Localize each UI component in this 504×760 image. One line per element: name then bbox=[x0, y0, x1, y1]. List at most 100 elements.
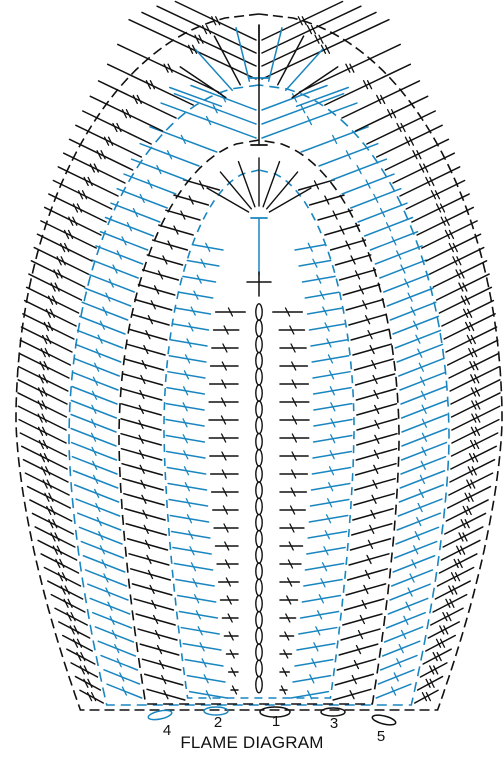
stitch-mark bbox=[23, 460, 68, 482]
stitch-mark bbox=[325, 64, 410, 105]
stitch-mark bbox=[34, 248, 88, 274]
round-2-stitches bbox=[166, 243, 352, 698]
stitch-mark bbox=[356, 96, 428, 131]
chain-stitch bbox=[256, 401, 262, 417]
stitch-mark bbox=[450, 367, 499, 391]
chain-stitch bbox=[256, 514, 262, 530]
chain-stitch bbox=[256, 660, 262, 676]
chain-stitch bbox=[256, 482, 262, 498]
stitch-mark bbox=[263, 162, 279, 207]
stitch-mark bbox=[19, 420, 66, 443]
stitch-mark bbox=[385, 139, 448, 170]
chain-stitch bbox=[256, 595, 262, 611]
stitch-mark bbox=[443, 527, 483, 547]
stitch-mark bbox=[450, 460, 495, 482]
stitch-mark bbox=[19, 353, 69, 378]
stitch-mark bbox=[418, 677, 443, 690]
stitch-mark bbox=[452, 420, 499, 443]
stitch-mark bbox=[21, 327, 71, 352]
stitch-mark bbox=[267, 172, 298, 209]
stitch-mark bbox=[90, 96, 162, 131]
chain-stitch bbox=[256, 466, 262, 482]
stitch-mark bbox=[76, 125, 141, 157]
stitch-mark bbox=[452, 433, 498, 456]
stitch-mark bbox=[38, 540, 77, 560]
stitch-mark bbox=[41, 554, 78, 573]
chain-stitch bbox=[256, 563, 262, 579]
start-marker-5 bbox=[371, 713, 396, 727]
stitch-mark bbox=[300, 44, 401, 92]
stitch-mark bbox=[437, 567, 473, 586]
stitch-mark bbox=[451, 446, 496, 469]
stitch-mark bbox=[180, 67, 226, 98]
chain-stitch bbox=[256, 320, 262, 336]
chain-stitch bbox=[256, 433, 262, 449]
stitch-mark bbox=[445, 513, 486, 534]
stitch-mark bbox=[20, 433, 66, 456]
stitch-mark bbox=[449, 353, 499, 378]
chain-stitch bbox=[256, 352, 262, 368]
foundation-chain bbox=[256, 304, 262, 693]
chain-stitch bbox=[256, 304, 262, 320]
stitch-mark bbox=[220, 172, 251, 209]
row-label-1: 1 bbox=[272, 713, 280, 730]
stitch-mark bbox=[442, 301, 493, 326]
stitch-mark bbox=[420, 663, 446, 677]
stitch-mark bbox=[75, 677, 100, 690]
chain-stitch bbox=[256, 385, 262, 401]
stitch-mark bbox=[342, 81, 419, 118]
stitch-mark bbox=[31, 261, 84, 287]
chain-stitch bbox=[256, 644, 262, 660]
stitch-mark bbox=[439, 554, 476, 573]
tip-fan-stitches bbox=[170, 25, 349, 145]
stitch-mark bbox=[99, 81, 176, 118]
stitch-mark bbox=[35, 527, 75, 547]
stitch-mark bbox=[448, 340, 498, 365]
stitch-mark bbox=[19, 367, 68, 391]
stitch-mark bbox=[292, 67, 338, 98]
stitch-mark bbox=[32, 513, 73, 534]
stitch-mark bbox=[29, 274, 82, 300]
stitch-mark bbox=[71, 663, 97, 677]
stitch-mark bbox=[406, 181, 464, 209]
stitch-mark bbox=[441, 540, 480, 560]
row-label-2: 2 bbox=[214, 714, 222, 731]
stitch-mark bbox=[28, 487, 71, 508]
stitch-mark bbox=[238, 162, 254, 207]
stitch-mark bbox=[18, 406, 66, 430]
stitch-mark bbox=[446, 327, 496, 352]
stitch-mark bbox=[20, 340, 70, 365]
row-label-3: 3 bbox=[330, 715, 338, 732]
stitch-mark bbox=[70, 139, 133, 170]
chain-stitch bbox=[256, 369, 262, 385]
stitch-mark bbox=[27, 287, 79, 313]
chain-stitch bbox=[256, 498, 262, 514]
chain-stitch bbox=[256, 531, 262, 547]
stitch-mark bbox=[83, 111, 151, 144]
stitch-mark bbox=[45, 207, 101, 235]
stitch-mark bbox=[377, 125, 442, 157]
stitch-mark bbox=[452, 393, 500, 417]
inner-fan-stitches bbox=[207, 158, 311, 296]
chain-stitch bbox=[256, 579, 262, 595]
stitch-mark bbox=[49, 194, 106, 222]
stitch-mark bbox=[207, 188, 249, 212]
chain-stitch bbox=[256, 336, 262, 352]
stitch-mark bbox=[448, 487, 491, 508]
stitch-mark bbox=[452, 406, 500, 430]
stitch-mark bbox=[446, 500, 488, 521]
stitch-mark bbox=[412, 194, 469, 222]
stitch-mark bbox=[444, 314, 495, 339]
stitch-mark bbox=[22, 446, 67, 469]
chain-stitch bbox=[256, 450, 262, 466]
chain-stitch bbox=[256, 676, 262, 692]
stitch-mark bbox=[53, 181, 111, 209]
chain-stitch bbox=[256, 612, 262, 628]
stitch-mark bbox=[449, 473, 493, 495]
stitch-mark bbox=[108, 64, 193, 105]
stitch-mark bbox=[439, 287, 491, 313]
stitch-mark bbox=[367, 111, 435, 144]
stitch-mark bbox=[433, 261, 486, 287]
stitch-mark bbox=[18, 393, 66, 417]
stitch-mark bbox=[25, 473, 69, 495]
